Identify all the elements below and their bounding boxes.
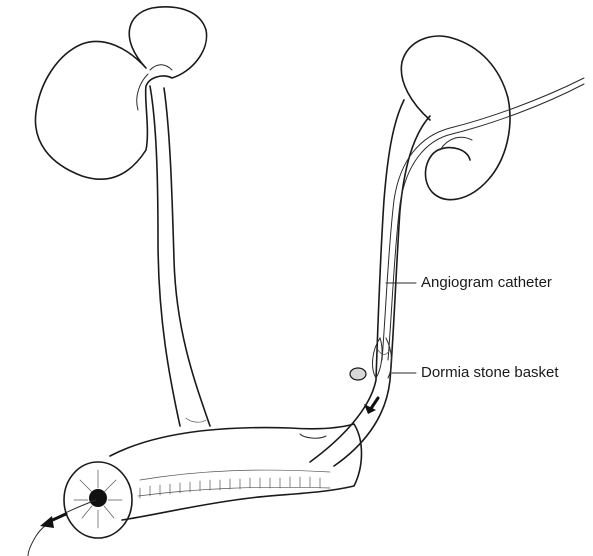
left-ureter bbox=[150, 86, 210, 426]
right-kidney bbox=[401, 36, 510, 200]
stoma bbox=[64, 462, 132, 538]
left-kidney bbox=[35, 7, 206, 179]
bladder-segment bbox=[110, 424, 362, 520]
downward-arrow-icon bbox=[364, 398, 378, 414]
dormia-stone-basket bbox=[373, 338, 392, 378]
catheter-exit bbox=[28, 500, 96, 556]
stone bbox=[350, 368, 366, 380]
outward-arrow-icon bbox=[40, 514, 66, 528]
angiogram-catheter-label: Angiogram catheter bbox=[421, 275, 552, 290]
angiogram-catheter bbox=[382, 78, 584, 360]
dormia-stone-basket-label: Dormia stone basket bbox=[421, 365, 559, 380]
